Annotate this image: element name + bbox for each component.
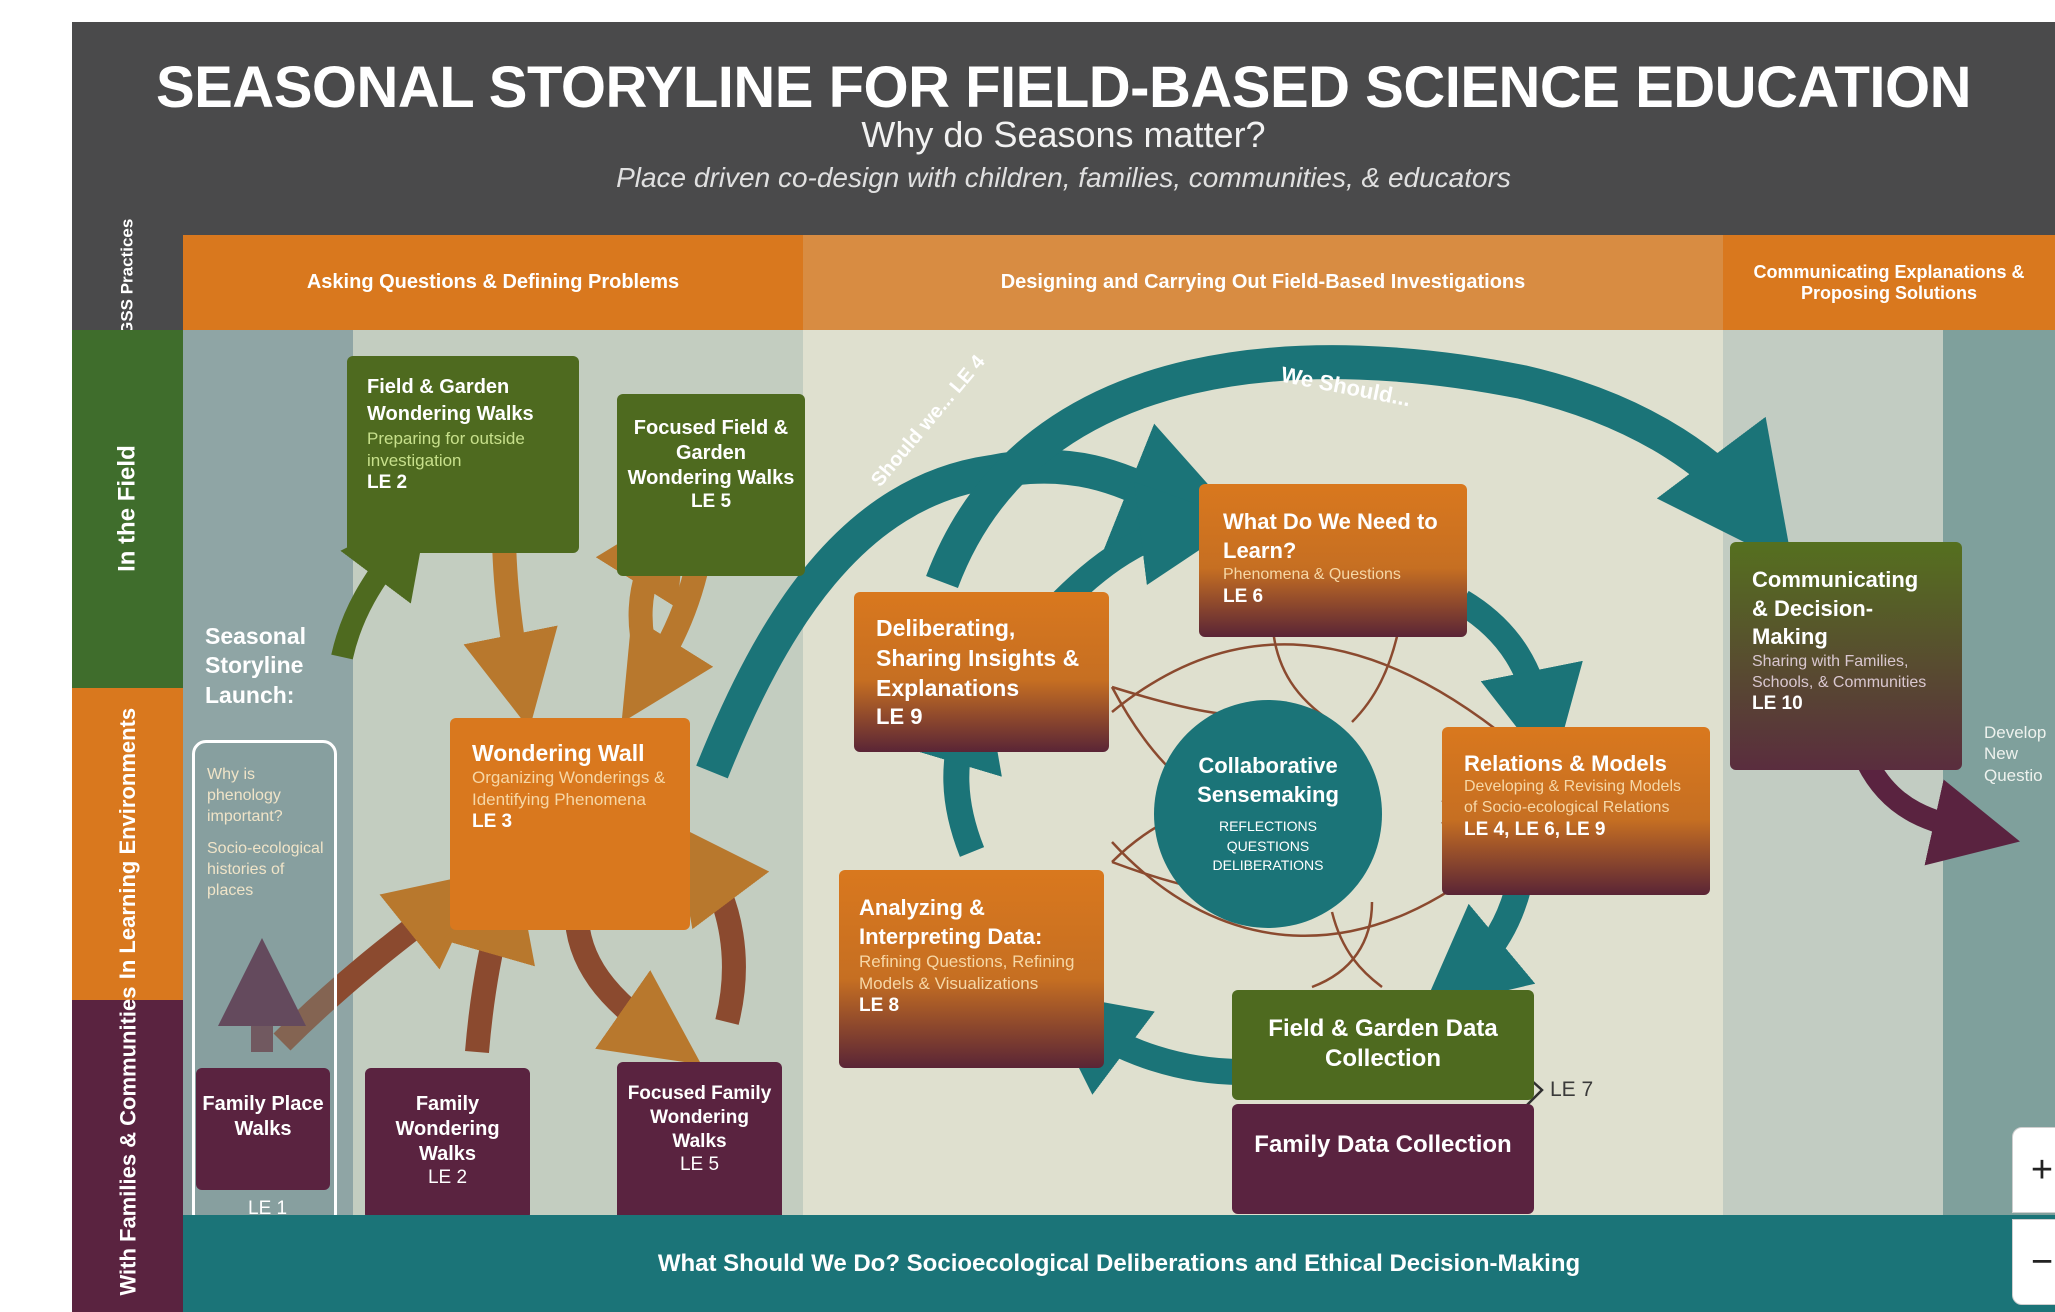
- sensemaking-title: Collaborative Sensemaking: [1197, 753, 1339, 807]
- practice-banner-1: Asking Questions & Defining Problems: [183, 235, 803, 330]
- row-label-field: In the Field: [72, 330, 183, 688]
- box-deliberating-sharing: Deliberating, Sharing Insights & Explana…: [854, 592, 1109, 752]
- box-field-garden-wondering-walks: Field & Garden Wondering Walks Preparing…: [347, 356, 579, 553]
- sensemaking-sub: REFLECTIONS QUESTIONS DELIBERATIONS: [1212, 818, 1324, 874]
- row-label-families: With Families & Communities: [72, 987, 183, 1312]
- edge-label-develop-new-questions: Develop New Questio: [1984, 723, 2047, 785]
- subtitle-tagline: Place driven co-design with children, fa…: [616, 162, 1511, 193]
- plus-icon: +: [2030, 1148, 2054, 1191]
- diagram-canvas: SEASONAL STORYLINE FOR FIELD-BASED SCIEN…: [72, 22, 2055, 1312]
- launch-label: Seasonal Storyline Launch:: [205, 623, 306, 708]
- zoom-controls: + −: [2012, 1127, 2055, 1307]
- minus-icon: −: [2030, 1240, 2054, 1283]
- box-family-data-collection: Family Data Collection: [1232, 1104, 1534, 1214]
- box-what-do-we-need-to-learn: What Do We Need to Learn? Phenomena & Qu…: [1199, 484, 1467, 637]
- box-wondering-wall: Wondering Wall Organizing Wonderings & I…: [450, 718, 690, 930]
- box-communicating-decision-making: Communicating & Decision-Making Sharing …: [1730, 542, 1962, 770]
- practice-banner-3: Communicating Explanations & Proposing S…: [1723, 235, 2055, 330]
- row-label-ngss: NGSS Practices: [72, 218, 183, 347]
- launch-question: Why is phenology important?: [207, 766, 283, 825]
- zoom-out-button[interactable]: −: [2012, 1219, 2055, 1305]
- label-le7: LE 7: [1550, 1078, 1594, 1101]
- box-focused-family-wondering-walks: Focused Family Wondering Walks LE 5: [617, 1062, 782, 1222]
- launch-histories: Socio-ecological histories of places: [207, 840, 324, 899]
- box-family-place-walks: Family Place Walks: [196, 1068, 330, 1190]
- box-field-garden-data-collection: Field & Garden Data Collection: [1232, 990, 1534, 1100]
- main-title: SEASONAL STORYLINE FOR FIELD-BASED SCIEN…: [155, 55, 1972, 120]
- subtitle-question: Why do Seasons matter?: [861, 114, 1266, 155]
- collaborative-sensemaking-circle: Collaborative Sensemaking REFLECTIONS QU…: [1154, 700, 1382, 928]
- zoom-in-button[interactable]: +: [2012, 1127, 2055, 1213]
- row-label-learning: In Learning Environments: [72, 688, 183, 1000]
- label-le1: LE 1: [248, 1198, 288, 1219]
- box-focused-field-garden-walks: Focused Field & Garden Wondering Walks L…: [617, 394, 805, 576]
- box-family-wondering-walks: Family Wondering Walks LE 2: [365, 1068, 530, 1220]
- box-analyzing-interpreting: Analyzing & Interpreting Data: Refining …: [839, 870, 1104, 1068]
- box-relations-models: Relations & Models Developing & Revising…: [1442, 727, 1710, 895]
- bottom-banner: What Should We Do? Socioecological Delib…: [183, 1215, 2055, 1312]
- practice-banner-2: Designing and Carrying Out Field-Based I…: [803, 235, 1723, 330]
